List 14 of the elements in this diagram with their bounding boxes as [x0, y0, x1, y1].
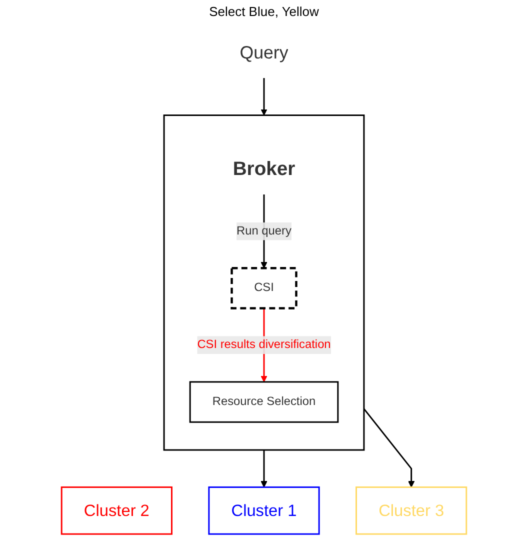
node-text: Query — [240, 43, 288, 64]
node-box: Resource Selection — [189, 381, 339, 423]
arrow — [260, 78, 268, 116]
node-box: Cluster 2 — [60, 486, 172, 535]
edge-label: CSI results diversification — [197, 338, 331, 352]
arrow — [260, 450, 268, 488]
arrow — [363, 408, 415, 488]
node-box: Cluster 1 — [208, 486, 320, 535]
note-text: Select Blue, Yellow — [209, 4, 319, 19]
node-text: Broker — [232, 157, 296, 180]
node-box: Cluster 3 — [356, 486, 468, 535]
edge-label: Run query — [236, 224, 292, 238]
cluster — [163, 114, 365, 451]
node-box: CSI — [230, 267, 298, 310]
